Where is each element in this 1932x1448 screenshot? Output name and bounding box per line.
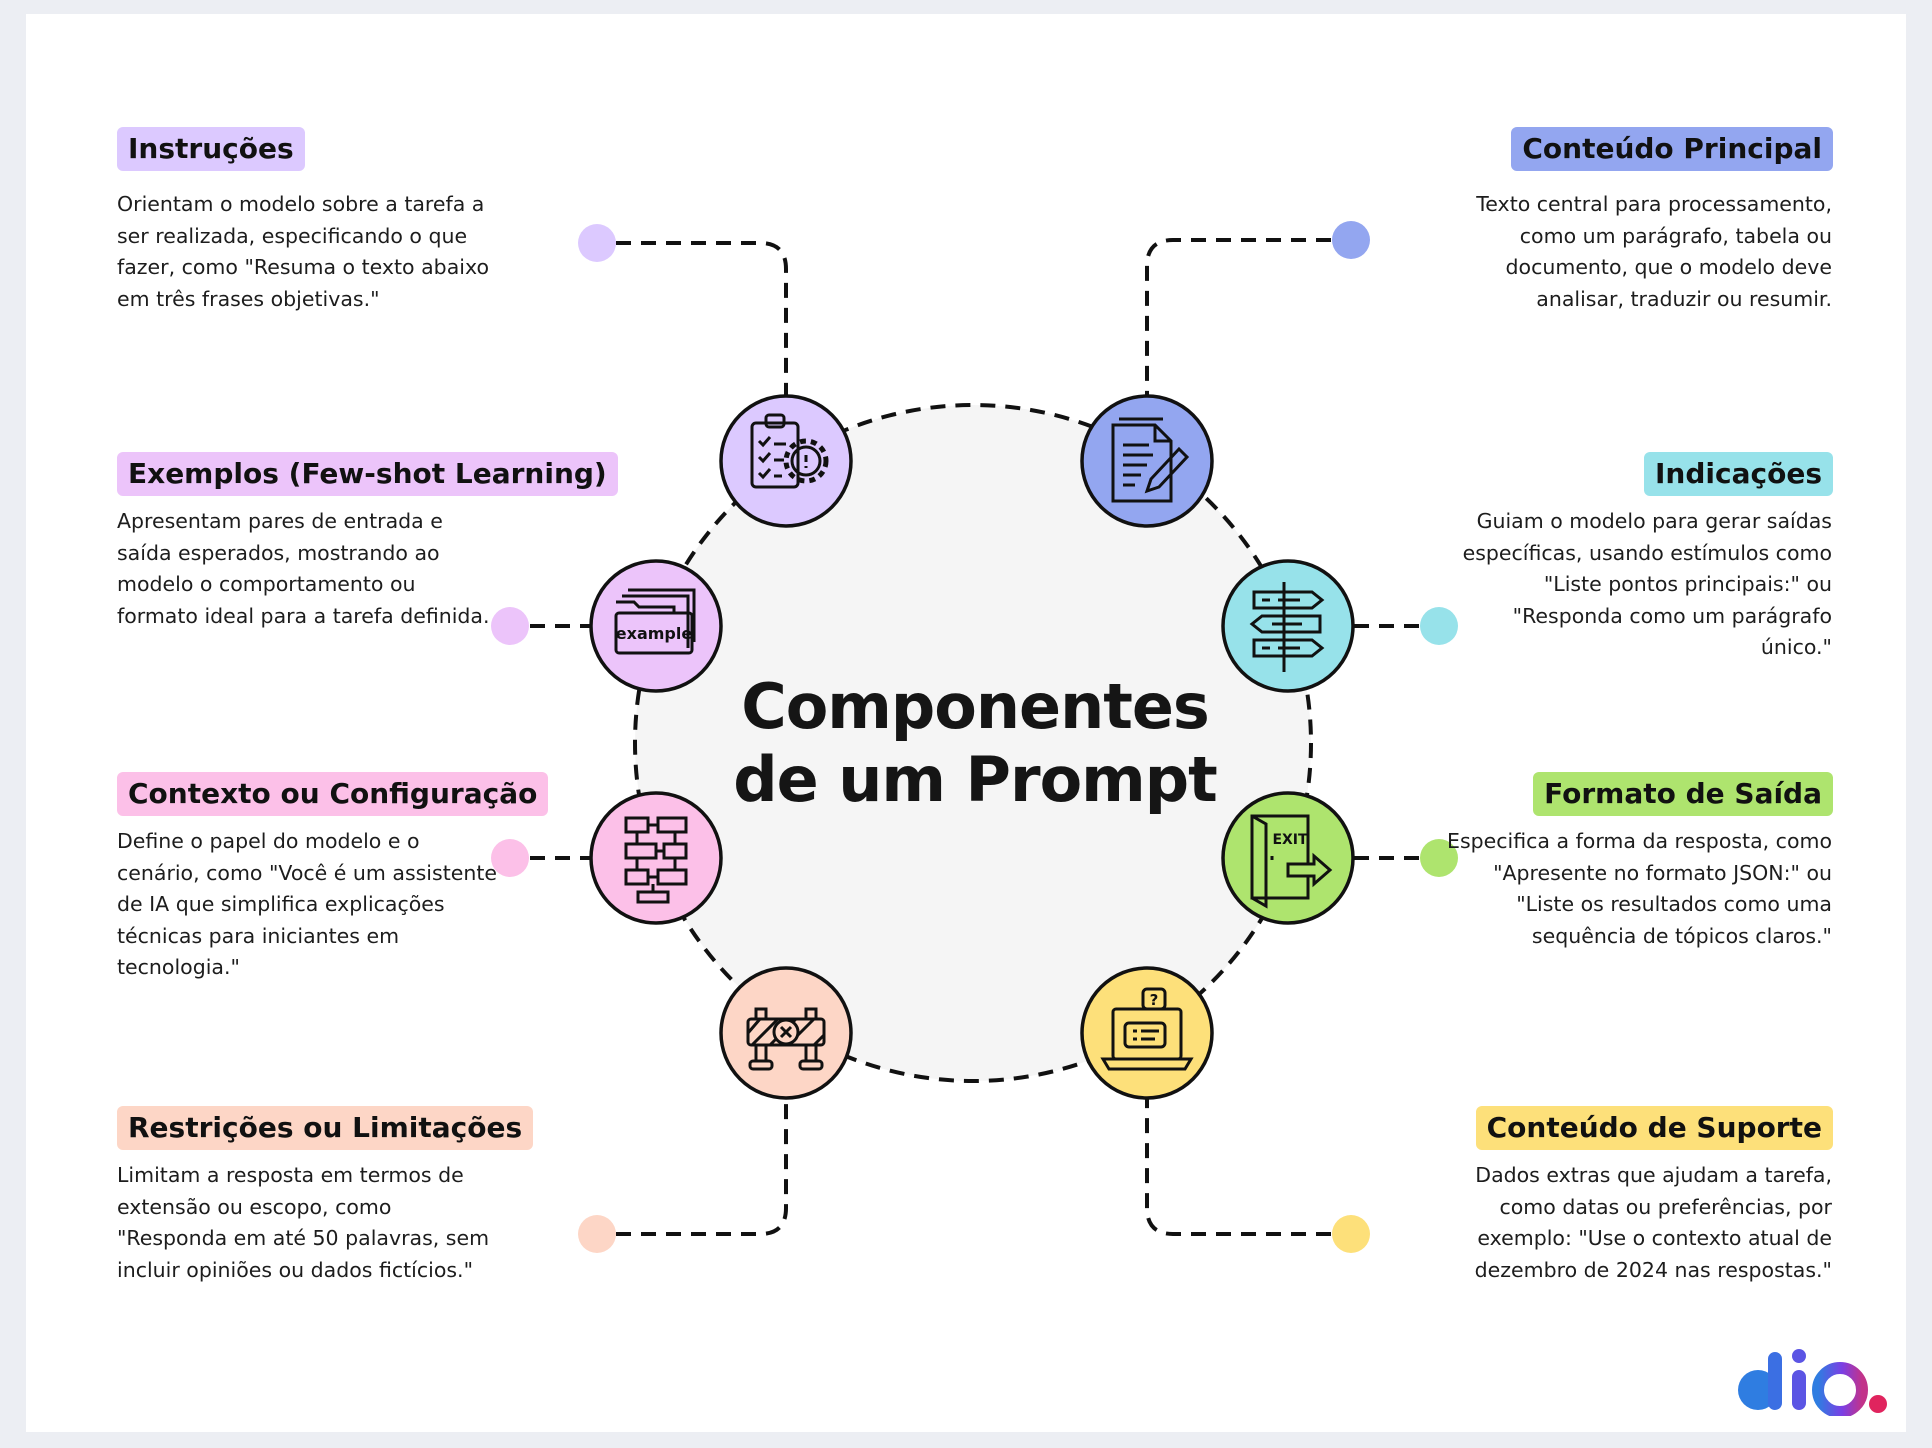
title-line-2: de um Prompt [733, 743, 1218, 816]
label-exemplos: Exemplos (Few-shot Learning) [117, 452, 618, 496]
central-circle [633, 403, 1313, 1083]
question-mark-label: ? [1150, 991, 1159, 1009]
exit-door-label: EXIT [1272, 832, 1308, 848]
clipboard-gear-icon [750, 413, 829, 489]
example-folder-icon: example [614, 588, 696, 655]
flowchart-icon [624, 816, 688, 904]
dot-indicacoes [1420, 607, 1458, 645]
node-conteudo-principal [1080, 394, 1214, 528]
document-pencil-icon [1111, 417, 1190, 503]
label-instrucoes: Instruções [117, 127, 305, 171]
desc-conteudo-suporte: Dados extras que ajudam a tarefa, como d… [1474, 1163, 1832, 1282]
node-restricoes [719, 966, 853, 1100]
node-formato-saida: EXIT [1221, 791, 1355, 925]
node-indicacoes [1221, 559, 1355, 693]
dot-conteudo-suporte [1332, 1215, 1370, 1253]
laptop-chat-icon: ? [1100, 987, 1194, 1071]
dot-conteudo-principal [1332, 221, 1370, 259]
desc-indicacoes: Guiam o modelo para gerar saídas específ… [1462, 509, 1832, 659]
signpost-icon [1249, 582, 1325, 672]
desc-instrucoes: Orientam o modelo sobre a tarefa a ser r… [117, 192, 489, 311]
dot-exemplos [491, 607, 529, 645]
dot-formato-saida [1420, 839, 1458, 877]
desc-formato-saida: Especifica a forma da resposta, como "Ap… [1447, 829, 1832, 948]
dot-instrucoes [578, 224, 616, 262]
label-formato-saida: Formato de Saída [1533, 772, 1833, 816]
node-contexto [589, 791, 723, 925]
dot-contexto [491, 839, 529, 877]
node-conteudo-suporte: ? [1080, 966, 1214, 1100]
dot-restricoes [578, 1215, 616, 1253]
exit-door-icon: EXIT [1250, 814, 1333, 909]
connector-restricoes [616, 1096, 788, 1236]
diagram-title: Componentes de um Prompt [700, 670, 1250, 816]
title-line-1: Componentes [741, 670, 1210, 743]
example-folder-label: example [616, 624, 693, 643]
connector-conteudo-suporte [1145, 1096, 1331, 1236]
desc-conteudo-principal: Texto central para processamento, como u… [1476, 192, 1832, 311]
node-exemplos: example [589, 559, 723, 693]
desc-contexto: Define o papel do modelo e o cenário, co… [117, 829, 497, 979]
label-indicacoes: Indicações [1644, 452, 1833, 496]
desc-exemplos: Apresentam pares de entrada e saída espe… [117, 509, 490, 628]
label-contexto: Contexto ou Configuração [117, 772, 549, 816]
desc-restricoes: Limitam a resposta em termos de extensão… [117, 1163, 490, 1282]
label-conteudo-suporte: Conteúdo de Suporte [1475, 1106, 1833, 1150]
connector-conteudo-principal [1145, 238, 1331, 400]
node-instrucoes [719, 394, 853, 528]
connector-instrucoes [616, 241, 788, 400]
label-conteudo-principal: Conteúdo Principal [1511, 127, 1833, 171]
barrier-icon [746, 1007, 826, 1071]
label-restricoes: Restrições ou Limitações [117, 1106, 534, 1150]
dio-logo [1738, 1349, 1887, 1416]
